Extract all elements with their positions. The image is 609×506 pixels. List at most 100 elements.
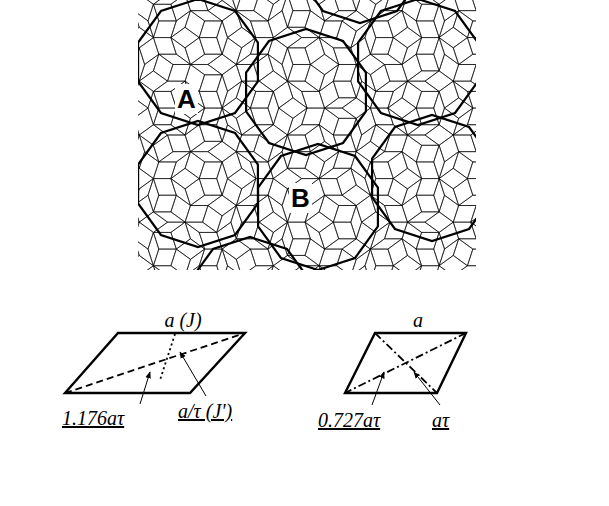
decagon xyxy=(300,0,420,23)
rhombus-tile xyxy=(416,162,439,179)
dimension-label: 1.176aτ xyxy=(62,407,124,430)
rhombus-tile xyxy=(222,38,242,65)
rhombus-tile xyxy=(402,179,422,206)
rhombus-tile xyxy=(351,206,362,239)
rhombus-tile xyxy=(425,71,453,92)
rhombus-tile xyxy=(439,27,467,48)
rhombus-tile xyxy=(138,0,153,21)
rhombus-tile xyxy=(288,125,320,135)
rhombus-tile xyxy=(302,108,325,125)
rhombus-tile xyxy=(153,212,185,222)
rhombus-tile xyxy=(288,48,311,65)
rhombus-outline xyxy=(65,333,245,393)
rhombus-tile xyxy=(416,249,439,266)
dimension-label: a/τ (J') xyxy=(178,400,232,423)
rhombus-tile xyxy=(190,152,222,162)
edge-label: a xyxy=(413,309,423,332)
rhombus-tile xyxy=(228,168,256,189)
rhombus-tile xyxy=(153,38,176,55)
rhombus-tile xyxy=(217,108,228,141)
rhombus-tile xyxy=(153,249,176,266)
rhombus-tile xyxy=(425,125,453,146)
rhombus-tile xyxy=(268,0,288,21)
rhombus-tile xyxy=(139,38,159,65)
rhombus-tile xyxy=(199,38,222,55)
edge-label-text: a (J) xyxy=(164,309,201,331)
rhombus-tile xyxy=(416,21,439,38)
rhombus-tile xyxy=(185,152,205,179)
rhombus-tile xyxy=(138,239,153,266)
rhombus-tile xyxy=(370,91,393,108)
rhombus-tile xyxy=(199,91,222,108)
rhombus-tile xyxy=(385,64,408,81)
rhombus-tile xyxy=(171,249,191,270)
rhombus-tile xyxy=(222,249,242,270)
rhombus-tile xyxy=(388,179,408,206)
rhombus-tile xyxy=(254,0,274,21)
rhombus-tile xyxy=(434,145,445,178)
rhombus-tile xyxy=(453,239,473,266)
rhombus-tile xyxy=(365,249,376,270)
rhombus-tile xyxy=(268,11,288,38)
cluster-label-text: B xyxy=(289,183,312,213)
rhombus-tile xyxy=(190,11,222,21)
rhombus-tile xyxy=(254,135,274,162)
rhombus-tile xyxy=(236,11,256,38)
rhombus-tile xyxy=(273,108,293,135)
rhombus-tile xyxy=(471,0,476,21)
edge-label-text: a xyxy=(413,309,423,331)
rhombus-tile xyxy=(236,179,256,206)
rhombus-tile xyxy=(153,54,173,81)
rhombus-tile xyxy=(416,91,439,108)
rhombus-tile xyxy=(388,152,408,179)
rhombus-tile xyxy=(385,222,408,239)
rhombus-tile xyxy=(402,266,422,270)
rhombus-tile xyxy=(434,266,454,270)
rhombus-tile xyxy=(416,4,439,21)
rhombus-tile xyxy=(402,11,422,38)
diagonal xyxy=(345,333,466,393)
rhombus-tile xyxy=(288,222,311,239)
rhombus-tile xyxy=(453,179,473,206)
rhombus-tile xyxy=(471,195,476,222)
rhombus-tile xyxy=(370,266,393,270)
rhombus-tile xyxy=(319,168,351,178)
rhombus-tile xyxy=(231,0,242,11)
rhombus-tile xyxy=(393,255,421,270)
rhombus-tile xyxy=(351,64,362,97)
rhombus-tile xyxy=(236,195,268,205)
rhombus-tile xyxy=(393,27,421,48)
decagon xyxy=(258,144,378,270)
rhombus-tile xyxy=(356,125,376,152)
rhombus-tile xyxy=(236,222,259,239)
rhombus-tile xyxy=(171,195,191,222)
rhombus-tile xyxy=(305,64,325,91)
rhombus-tile xyxy=(402,81,422,108)
rhombus-tile xyxy=(282,48,293,81)
rhombus-tile xyxy=(325,108,357,118)
leader-line xyxy=(414,372,440,405)
cluster-label-text: A xyxy=(175,84,198,114)
rhombus-tile xyxy=(425,212,453,233)
rhombus-tile xyxy=(402,195,422,222)
rhombus-tile xyxy=(376,81,408,91)
decagon xyxy=(372,115,476,241)
cluster-label: B xyxy=(289,183,312,214)
rhombus-tile xyxy=(453,81,473,108)
rhombus-tile xyxy=(148,232,159,265)
rhombus-tile xyxy=(453,64,476,81)
rhombus-tile xyxy=(362,0,390,4)
rhombus-tile xyxy=(217,206,237,233)
rhombus-tile xyxy=(171,11,191,38)
rhombus-tile xyxy=(370,64,390,91)
rhombus-tile xyxy=(259,212,287,233)
rhombus-tile xyxy=(388,81,408,108)
decagon xyxy=(138,121,258,247)
dimension-label: aτ xyxy=(432,409,449,432)
rhombus-tile xyxy=(268,179,288,206)
rhombus-tile xyxy=(217,21,228,54)
rhombus-tile xyxy=(402,135,422,162)
rhombus-tile xyxy=(190,64,222,74)
rhombus-tile xyxy=(407,212,439,222)
